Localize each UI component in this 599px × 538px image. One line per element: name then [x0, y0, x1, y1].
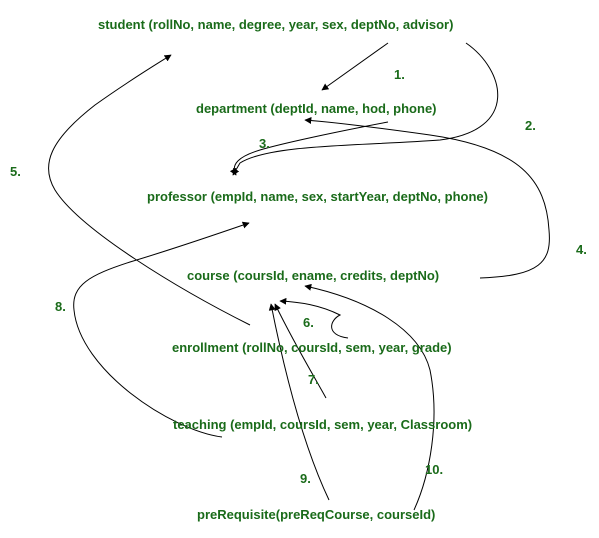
relation-enrollment: enrollment (rollNo, coursId, sem, year, …	[172, 340, 452, 355]
arrow-label-7: 7.	[308, 372, 319, 387]
relation-course: course (coursId, ename, credits, deptNo)	[187, 268, 440, 283]
arrow-label-9: 9.	[300, 471, 311, 486]
arrow-label-6: 6.	[303, 315, 314, 330]
arrow-label-4: 4.	[576, 242, 587, 257]
relation-prerequisite: preRequisite(preReqCourse, courseId)	[197, 507, 436, 522]
arrow-9	[268, 303, 330, 501]
arrow-label-5: 5.	[10, 164, 21, 179]
arrow-label-3: 3.	[259, 136, 270, 151]
arrow-8	[73, 221, 250, 438]
arrow-5	[48, 54, 251, 326]
arrow-label-8: 8.	[55, 299, 66, 314]
arrow-1	[321, 42, 389, 91]
relation-student: student (rollNo, name, degree, year, sex…	[98, 17, 454, 32]
relation-teaching: teaching (empId, coursId, sem, year, Cla…	[173, 417, 473, 432]
arrow-10	[304, 283, 435, 511]
relation-department: department (deptId, name, hod, phone)	[196, 101, 437, 116]
arrow-label-2: 2.	[525, 118, 536, 133]
arrow-4	[304, 117, 550, 279]
arrow-label-10: 10.	[425, 462, 444, 477]
arrow-3	[229, 121, 389, 176]
relation-professor: professor (empId, name, sex, startYear, …	[147, 189, 488, 204]
arrow-6	[279, 297, 349, 339]
arrow-label-1: 1.	[394, 67, 405, 82]
arrow-7	[274, 303, 327, 399]
arrow-2	[232, 42, 499, 176]
